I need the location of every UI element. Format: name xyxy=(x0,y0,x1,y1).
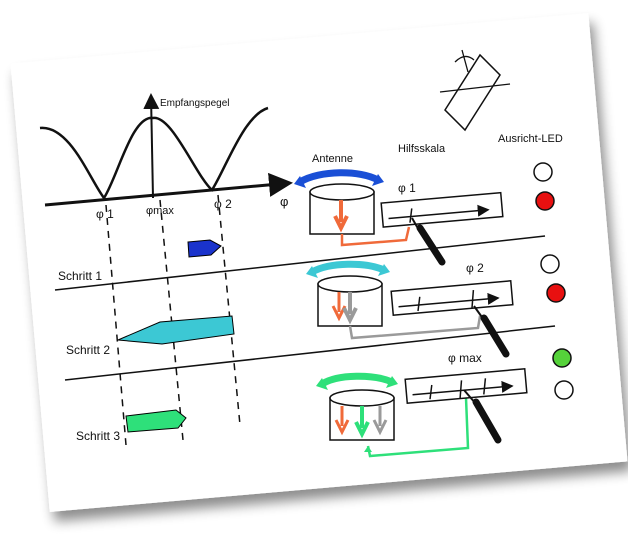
step-3-pointer xyxy=(472,398,502,444)
step-3-scale-label: φ max xyxy=(448,351,482,365)
step-2-led-top xyxy=(540,254,560,274)
separator-2 xyxy=(64,325,556,381)
step-3-label: Schritt 3 xyxy=(76,429,120,443)
y-axis-label: Empfangspegel xyxy=(160,98,230,109)
step-1-link-line xyxy=(340,226,411,247)
step-2-led-bottom xyxy=(546,283,566,303)
step-2-link-line xyxy=(348,315,482,340)
step-1-led-top xyxy=(533,162,553,182)
step-3-led-top xyxy=(552,348,572,368)
antenna-sketch-icon xyxy=(439,49,511,132)
column-scale: Hilfsskala xyxy=(398,143,446,155)
reception-curve xyxy=(39,106,269,201)
column-antenna: Antenne xyxy=(312,153,353,165)
step-3-scale xyxy=(404,368,528,404)
step-2-pointer xyxy=(480,314,510,358)
step-2: Schritt 2 φ 2 xyxy=(66,254,566,358)
step-2-antenna xyxy=(317,275,383,327)
step-2-label: Schritt 2 xyxy=(66,343,110,357)
step-1-led-bottom xyxy=(535,191,555,211)
step-1-rotation-arrow xyxy=(298,169,380,186)
step-1-antenna xyxy=(309,183,375,235)
step-1-sweep-arrow xyxy=(187,239,222,258)
step-3-led-bottom xyxy=(554,380,574,400)
projection-phimax xyxy=(159,199,184,441)
step-2-scale-label: φ 2 xyxy=(466,261,484,275)
step-2-sweep-arrow xyxy=(117,315,235,345)
step-3-rotation-arrow xyxy=(320,372,394,388)
step-3-antenna xyxy=(329,389,395,441)
tick-phi2: φ 2 xyxy=(214,197,232,211)
step-3: Schritt 3 φ max xyxy=(76,348,574,458)
step-2-rotation-arrow xyxy=(310,260,386,276)
reception-curve-plot: Empfangspegel φ φ 1 φmax φ 2 xyxy=(39,93,293,446)
step-1-scale-label: φ 1 xyxy=(398,181,416,195)
y-axis xyxy=(143,93,160,199)
step-1: Schritt 1 φ 1 xyxy=(58,162,555,283)
tick-phi1: φ 1 xyxy=(96,207,114,221)
step-2-scale xyxy=(390,280,514,316)
x-axis xyxy=(44,172,293,207)
step-1-pointer xyxy=(416,224,446,266)
column-led: Ausricht-LED xyxy=(498,133,563,145)
step-3-sweep-arrow xyxy=(125,409,187,433)
tick-phimax: φmax xyxy=(146,205,174,217)
x-axis-label: φ xyxy=(280,194,288,209)
separator-1 xyxy=(54,235,546,291)
projection-phi1 xyxy=(105,204,127,446)
step-1-label: Schritt 1 xyxy=(58,269,102,283)
